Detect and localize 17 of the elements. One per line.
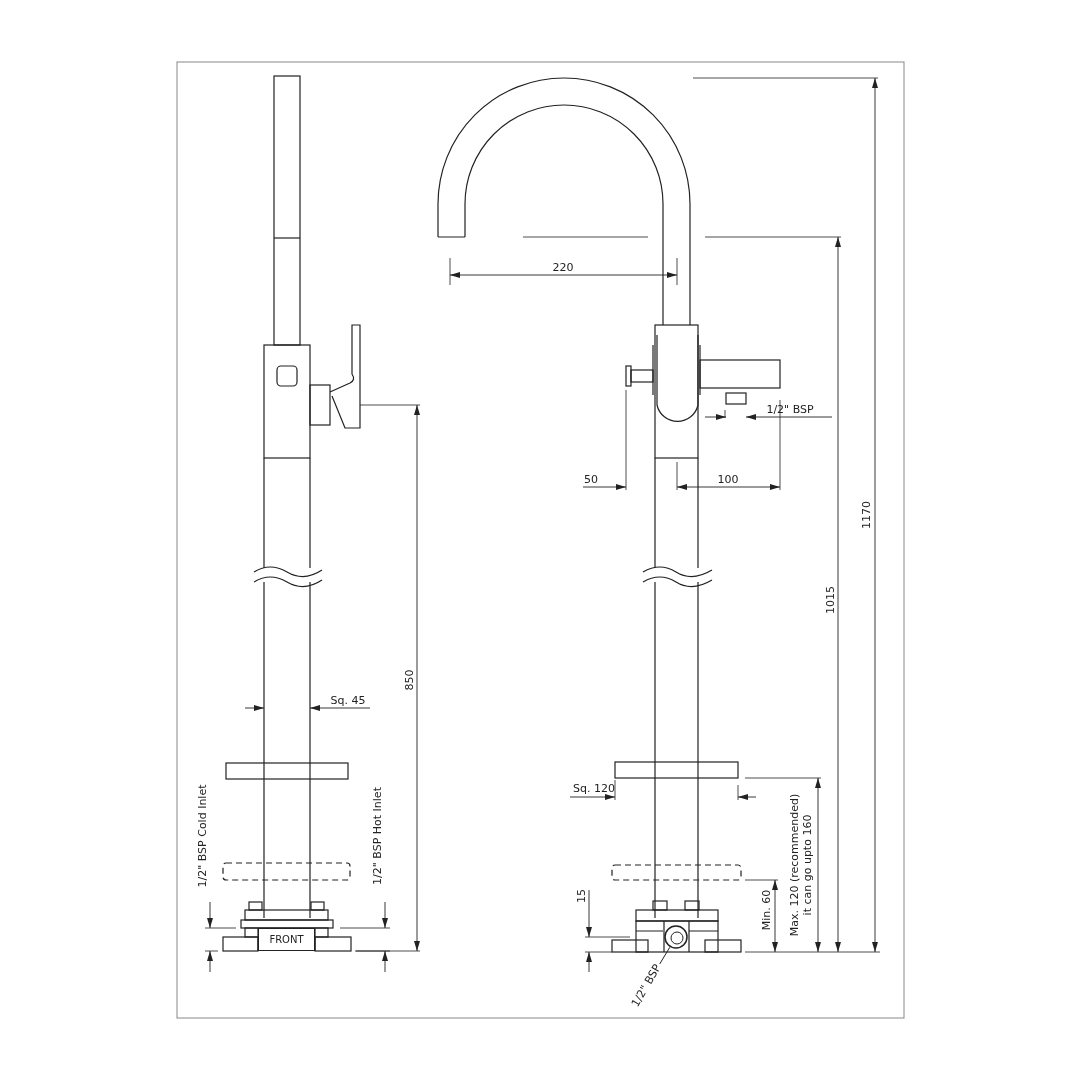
dimension-text: 1170 [860, 501, 874, 529]
dimension-label: 50 [584, 473, 598, 487]
dimension-text: 1/2" BSP Hot Inlet [371, 787, 385, 885]
dimension-text: Max. 120 (recommended) it can go upto 160 [789, 792, 815, 939]
front-label-box: FRONT [258, 928, 315, 951]
leader-line [659, 946, 671, 965]
dimension-text: 850 [403, 669, 417, 691]
dimension-label: Sq. 120 [573, 782, 615, 796]
dimension-label: Sq. 45 [330, 694, 366, 708]
dimension-label: 1/2" BSP [766, 403, 814, 417]
inlet-port [664, 925, 688, 949]
dimension-text: 15 [575, 889, 589, 903]
dimension-text: Min. 60 [760, 889, 774, 931]
dimension-label: 220 [552, 261, 574, 275]
dimension-text: 1015 [824, 586, 838, 614]
dimension-text: 1/2" BSP Cold Inlet [196, 784, 210, 888]
dimension-label: 100 [717, 473, 739, 487]
